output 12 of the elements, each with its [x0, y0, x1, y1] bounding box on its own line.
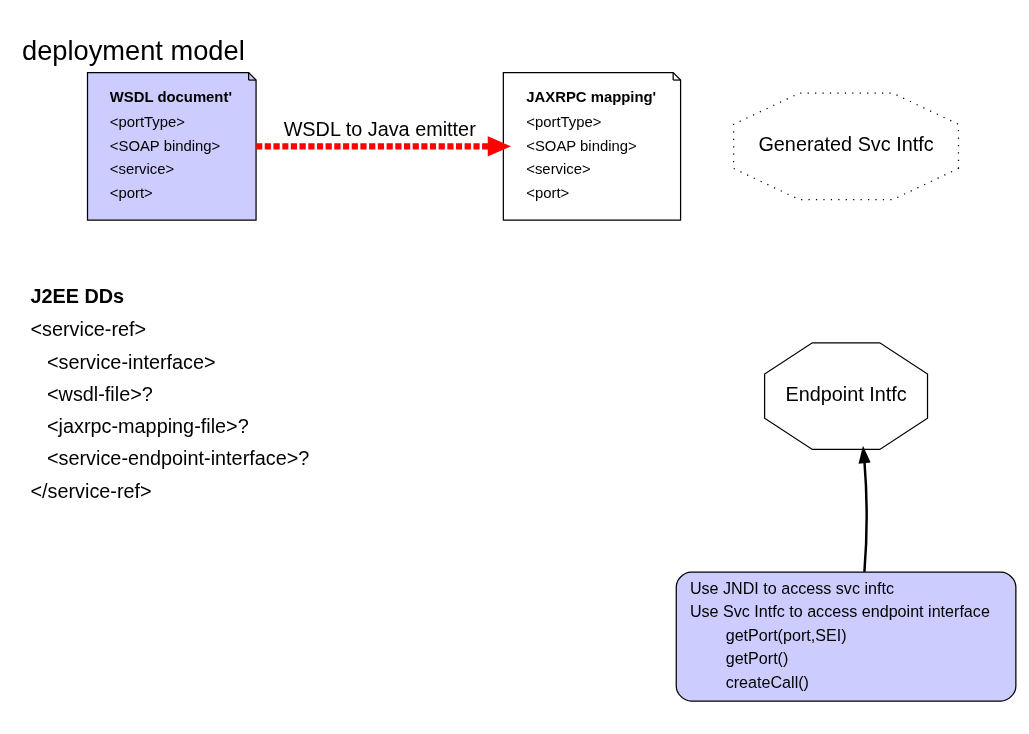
edge-label: WSDL to Java emitter [283, 118, 476, 141]
label: <service-endpoint-interface>? [47, 447, 310, 470]
diagram-title: deployment model [22, 34, 245, 66]
label: <service-interface> [47, 350, 216, 373]
arrow [256, 136, 511, 157]
label: <service-ref> [30, 318, 147, 341]
label: <wsdl-file>? [47, 382, 153, 405]
node-box: Use JNDI to access svc inftc Use Svc Intfc to access endpoint interface getPort(port,SEI) getPort() createCall() [675, 571, 1017, 702]
label: <jaxrpc-mapping-file>? [47, 415, 249, 438]
label: J2EE DDs [30, 284, 125, 307]
arrow [858, 445, 871, 572]
label: </service-ref> [30, 479, 152, 502]
